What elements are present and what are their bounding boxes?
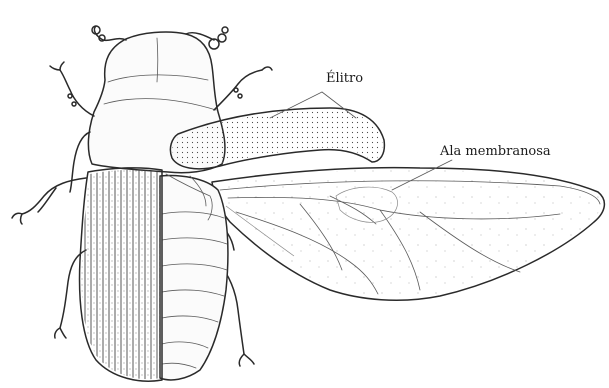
membranous-wing xyxy=(212,168,604,301)
label-membranous-wing: Ala membranosa xyxy=(439,144,551,159)
left-elytron xyxy=(80,168,162,381)
label-elytron: Élitro xyxy=(326,70,363,86)
abdomen xyxy=(160,176,228,380)
